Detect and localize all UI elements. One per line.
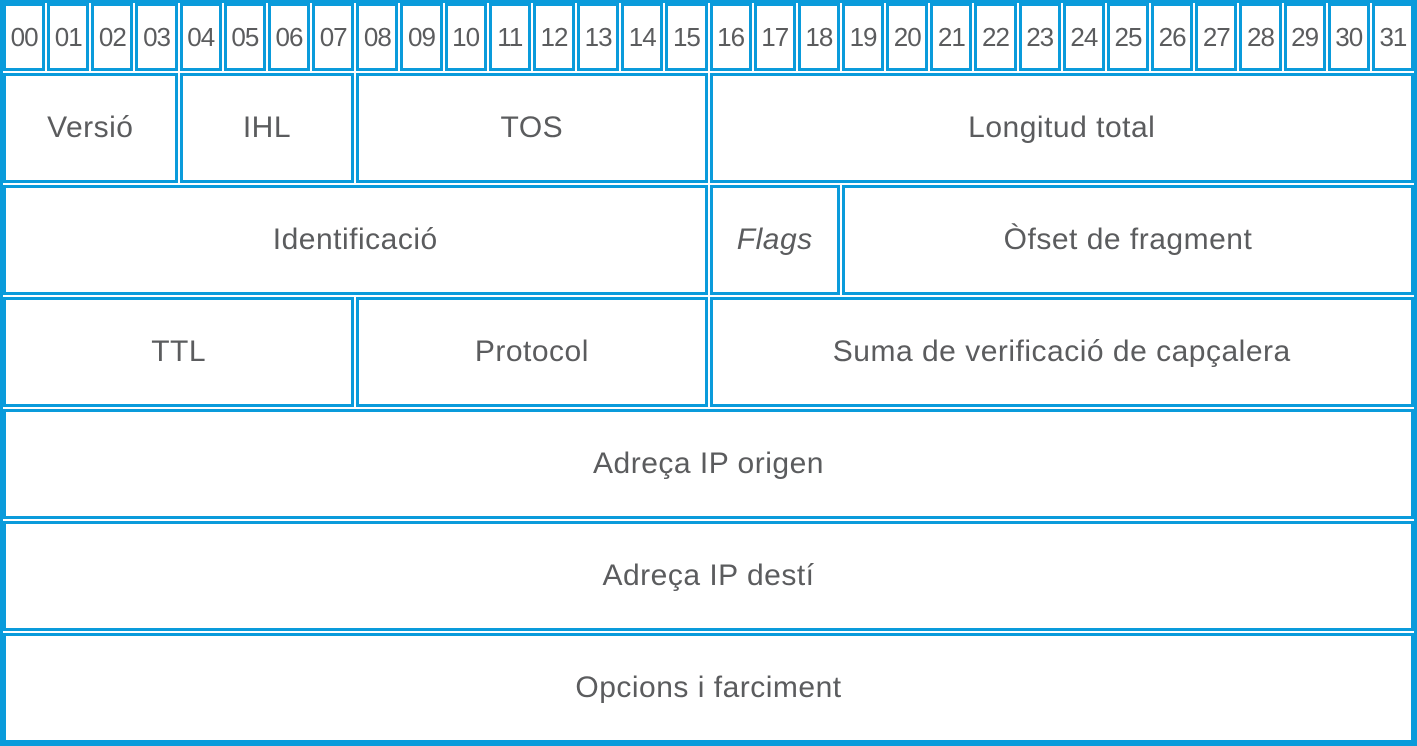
bit-cell: 25: [1106, 3, 1150, 71]
bit-cell: 29: [1283, 3, 1326, 71]
field-ihl: IHL: [179, 73, 355, 183]
bit-cell: 19: [841, 3, 885, 71]
bit-cell: 09: [400, 3, 443, 71]
field-ttl: TTL: [3, 297, 355, 407]
bit-cell: 07: [312, 3, 355, 71]
bit-cell: 13: [577, 3, 620, 71]
bit-cell: 20: [886, 3, 929, 71]
field-identificacio: Identificació: [3, 185, 708, 295]
bit-cell: 05: [223, 3, 266, 71]
field-adreca-ip-origen: Adreça IP origen: [3, 409, 1414, 519]
bit-cell: 26: [1151, 3, 1194, 71]
bit-cell: 23: [1018, 3, 1061, 71]
bit-cell: 08: [356, 3, 399, 71]
bit-cell: 18: [797, 3, 840, 71]
bit-cell: 31: [1371, 3, 1414, 71]
bit-cell: 00: [3, 3, 46, 71]
field-opcions-i-farciment: Opcions i farciment: [3, 633, 1414, 743]
bit-cell: 02: [91, 3, 134, 71]
bit-cell: 01: [47, 3, 90, 71]
bit-cell: 22: [974, 3, 1017, 71]
field-suma-de-verificacio-capcalera: Suma de verificació de capçalera: [709, 297, 1414, 407]
field-longitud-total: Longitud total: [709, 73, 1414, 183]
bit-cell: 16: [709, 3, 752, 71]
field-adreca-ip-desti: Adreça IP destí: [3, 521, 1414, 631]
bit-cell: 30: [1327, 3, 1370, 71]
bit-cell: 24: [1062, 3, 1105, 71]
bit-cell: 04: [179, 3, 222, 71]
bit-cell: 15: [665, 3, 708, 71]
bit-cell: 21: [930, 3, 973, 71]
bit-cell: 28: [1239, 3, 1282, 71]
bit-cell: 12: [532, 3, 576, 71]
bit-cell: 06: [267, 3, 311, 71]
field-versio: Versió: [3, 73, 178, 183]
bit-cell: 27: [1195, 3, 1238, 71]
field-ofset-de-fragment: Òfset de fragment: [841, 185, 1414, 295]
field-protocol: Protocol: [356, 297, 708, 407]
bit-cell: 11: [488, 3, 531, 71]
bit-cell: 10: [444, 3, 487, 71]
field-tos: TOS: [356, 73, 708, 183]
bit-cell: 14: [621, 3, 664, 71]
field-flags: Flags: [709, 185, 840, 295]
bit-cell: 03: [135, 3, 178, 71]
bit-cell: 17: [753, 3, 796, 71]
